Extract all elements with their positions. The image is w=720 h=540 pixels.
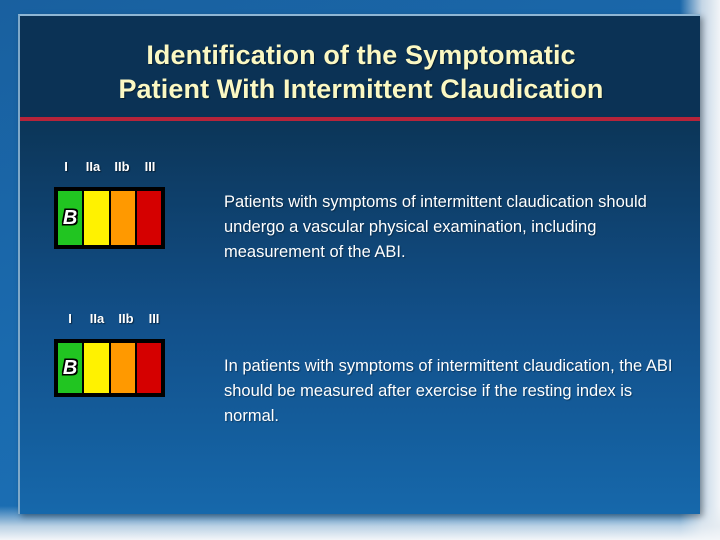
class-of-indication-labels-1: I IIa IIb III — [54, 158, 167, 178]
coi-label-class-iii: III — [148, 311, 160, 326]
coi-label-class-iib: IIb — [118, 311, 134, 326]
class-of-indication-widget-1: I IIa IIb III B — [54, 158, 202, 249]
slide-panel: Identification of the Symptomatic Patien… — [18, 14, 700, 514]
coi-segment-class-iii — [136, 343, 161, 393]
coi-segment-class-iia — [84, 343, 109, 393]
coi-segment-class-iib — [110, 343, 135, 393]
recommendation-text-1: Patients with symptoms of intermittent c… — [224, 193, 647, 261]
class-of-indication-bar-2: B — [54, 339, 165, 397]
coi-segment-class-i: B — [58, 191, 83, 245]
title-band: Identification of the Symptomatic Patien… — [20, 16, 700, 117]
coi-label-class-iia: IIa — [89, 311, 105, 326]
coi-segment-class-iii — [136, 191, 161, 245]
level-of-evidence-letter: B — [62, 207, 79, 229]
recommendation-text-2: In patients with symptoms of intermitten… — [224, 357, 673, 425]
page-title-line-2: Patient With Intermittent Claudication — [118, 74, 604, 104]
class-of-indication-labels-2: I IIa IIb III — [58, 310, 171, 330]
page-title: Identification of the Symptomatic Patien… — [20, 38, 700, 106]
title-divider-rule — [20, 117, 700, 121]
coi-segment-class-iia — [84, 191, 109, 245]
class-of-indication-bar-1: B — [54, 187, 165, 249]
coi-label-class-iia: IIa — [85, 159, 101, 174]
coi-label-class-iib: IIb — [114, 159, 130, 174]
coi-label-class-iii: III — [144, 159, 156, 174]
coi-label-class-i: I — [64, 159, 68, 174]
coi-label-class-i: I — [68, 311, 72, 326]
coi-segment-class-iib — [110, 191, 135, 245]
class-of-indication-widget-2: I IIa IIb III B — [54, 310, 202, 397]
page-title-line-1: Identification of the Symptomatic — [146, 40, 576, 70]
coi-segment-class-i: B — [58, 343, 83, 393]
level-of-evidence-letter: B — [62, 357, 79, 379]
